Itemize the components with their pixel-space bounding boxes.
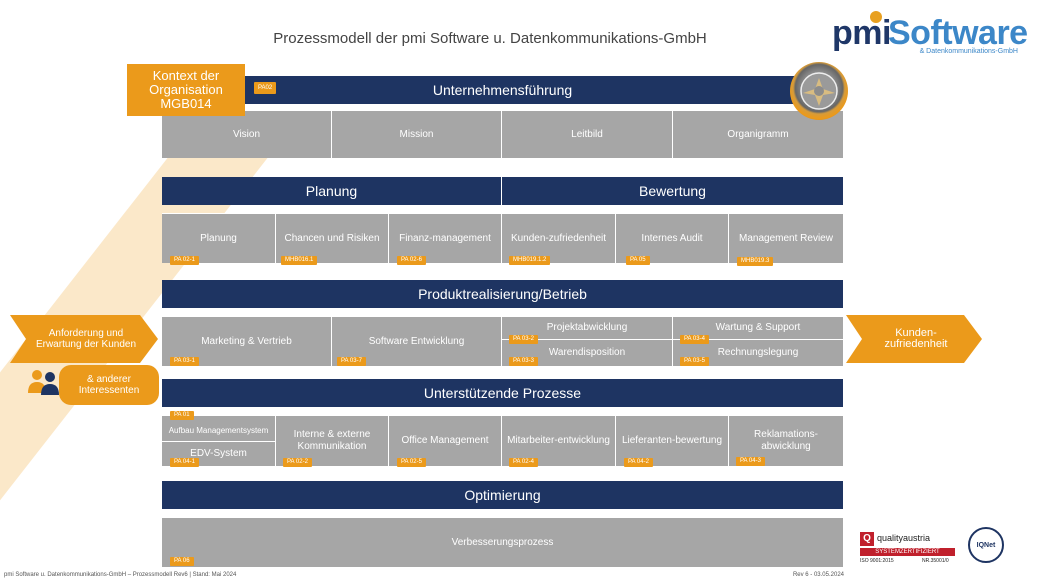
tag-mhb016-1: MHB016.1 <box>281 256 318 265</box>
logo-software: Software <box>888 14 1028 52</box>
box-vision: Vision <box>162 110 332 158</box>
box-lieferantenbewertung: Lieferanten-bewertung <box>616 415 729 466</box>
iqnet-label: IQNet <box>976 541 996 549</box>
box-leitbild: Leitbild <box>502 110 673 158</box>
tag-pa03-2: PA 03-2 <box>509 335 538 344</box>
box-verbesserungsprozess: Verbesserungsprozess <box>162 517 843 567</box>
tag-pa04-2: PA 04-2 <box>624 458 653 467</box>
kontext-box: Kontext der Organisation MGB014 <box>127 64 245 116</box>
page-title: Prozessmodell der pmi Software u. Datenk… <box>273 30 707 47</box>
iqnet-badge: IQNet <box>968 527 1004 563</box>
footer-left: pmi Software u. Datenkommunikations-GmbH… <box>4 572 237 578</box>
tag-mhb019-1-2: MHB019.1.2 <box>509 256 551 265</box>
q-logo-icon: Q <box>860 532 874 546</box>
box-planung: Planung <box>162 213 276 263</box>
box-kommunikation: Interne & externe Kommunikation <box>276 415 389 466</box>
seal-icon <box>790 62 848 120</box>
qa-nr: NR.35001/0 <box>922 558 949 564</box>
tag-pa03-7: PA 03-7 <box>337 357 366 366</box>
tag-pa02-4: PA 02-4 <box>509 458 538 467</box>
box-mission: Mission <box>332 110 502 158</box>
box-management-review: Management Review <box>729 213 843 263</box>
tag-pa03-4: PA 03-4 <box>680 335 709 344</box>
logo-pmi: pmi <box>832 14 891 52</box>
box-kundenzufriedenheit: Kunden-zufriedenheit <box>502 213 616 263</box>
logo-subtitle: & Datenkommunikations-GmbH <box>919 48 1018 55</box>
box-aufbau-managementsystem: Aufbau Managementsystem <box>162 415 276 441</box>
tag-pa02-5: PA 02-5 <box>397 458 426 467</box>
tag-pa04-3: PA 04-3 <box>736 457 765 466</box>
arrow-anforderung-label: Anforderung und Erwartung der Kunden <box>35 328 137 350</box>
tag-pa03-3: PA 03-3 <box>509 357 538 366</box>
tag-pa03-5: PA 03-5 <box>680 357 709 366</box>
quality-austria-badge: Q qualityaustria SYSTEMZERTIFIZIERT ISO … <box>860 530 960 570</box>
arrow-shape-left <box>10 315 158 363</box>
people-icon <box>28 369 60 395</box>
arrow-kundenzufriedenheit-label: Kunden-zufriedenheit <box>884 327 948 350</box>
box-marketing-vertrieb: Marketing & Vertrieb <box>162 316 332 366</box>
box-projektabwicklung: Projektabwicklung <box>502 316 673 339</box>
box-chancen-risiken: Chancen und Risiken <box>276 213 389 263</box>
tag-pa04-1: PA 04-1 <box>170 458 199 467</box>
tag-pa02-6: PA 02-6 <box>397 256 426 265</box>
qa-line2: SYSTEMZERTIFIZIERT <box>860 548 955 556</box>
box-mitarbeiterentwicklung: Mitarbeiter-entwicklung <box>502 415 616 466</box>
tag-pa01: PA 01 <box>170 411 194 420</box>
header-optimierung: Optimierung <box>162 481 843 509</box>
tag-pa02-2: PA 02-2 <box>283 458 312 467</box>
header-planung: Planung <box>162 177 502 205</box>
box-office-management: Office Management <box>389 415 502 466</box>
arrow-shape-right <box>846 315 982 363</box>
logo-dot-icon <box>870 11 882 23</box>
header-produktrealisierung: Produktrealisierung/Betrieb <box>162 280 843 308</box>
triskelion-icon <box>800 72 838 110</box>
footer-right: Rev 6 - 03.05.2024 <box>792 572 844 578</box>
tag-pa05: PA 05 <box>626 256 650 265</box>
box-internes-audit: Internes Audit <box>616 213 729 263</box>
tag-pa02-1: PA 02-1 <box>170 256 199 265</box>
arrow-kundenzufriedenheit: Kunden-zufriedenheit <box>846 315 982 363</box>
qa-iso: ISO 9001:2015 <box>860 558 894 564</box>
qa-brand: qualityaustria <box>877 533 931 543</box>
tag-pa03-1: PA 03-1 <box>170 357 199 366</box>
box-wartung-support: Wartung & Support <box>673 316 843 339</box>
arrow-anforderung: Anforderung und Erwartung der Kunden <box>10 315 158 363</box>
interessenten-pill: & anderer Interessenten <box>59 365 159 405</box>
header-unterstuetzende-prozesse: Unterstützende Prozesse <box>162 379 843 407</box>
tag-mhb019-3: MHB019.3 <box>737 257 774 266</box>
header-bewertung: Bewertung <box>502 177 843 205</box>
box-finanzmanagement: Finanz-management <box>389 213 502 263</box>
tag-pa02: PA02 <box>254 82 277 94</box>
tag-pa06: PA 06 <box>170 557 194 566</box>
box-reklamationsabwicklung: Reklamations-abwicklung <box>729 415 843 466</box>
